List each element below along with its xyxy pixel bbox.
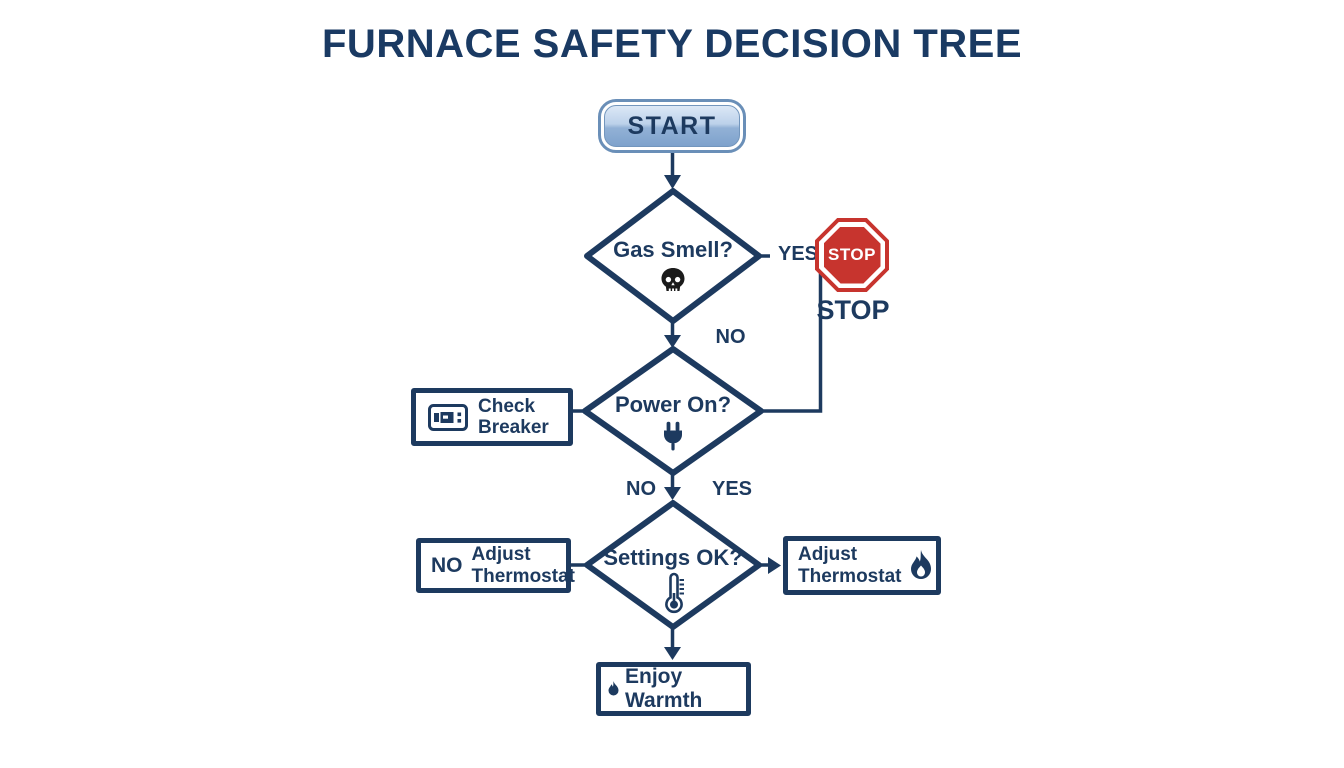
check-breaker-node: Check Breaker: [411, 388, 573, 446]
power-on-node-label: Power On?: [586, 392, 760, 452]
gas-smell-diamond: [584, 188, 762, 324]
page-title: FURNACE SAFETY DECISION TREE: [322, 22, 1022, 66]
power-on-question: Power On?: [614, 392, 732, 417]
settings-ok-node-label: Settings OK?: [588, 545, 758, 614]
arrowhead-gas-power: [664, 335, 681, 348]
settings-ok-diamond: [584, 500, 762, 630]
start-node: START: [598, 99, 746, 153]
stop-caption: STOP: [816, 295, 890, 325]
stop-sign-border: STOP: [815, 218, 889, 292]
flame-icon: [911, 549, 931, 579]
adjust-thermostat-label: Adjust Thermostat: [798, 544, 902, 587]
stop-sign-label: STOP: [828, 245, 876, 264]
arrowhead-settings-adjust: [768, 557, 781, 574]
adjust-thermostat-node: Adjust Thermostat: [783, 536, 941, 595]
thermometer-icon: [665, 572, 684, 614]
skull-icon: [661, 268, 685, 292]
arrowhead-settings-warmth: [664, 647, 681, 660]
power-on-diamond: [582, 346, 764, 476]
adjust-thermostat-no-label: Adjust Thermostat: [471, 544, 575, 587]
enjoy-warmth-node: Enjoy Warmth: [596, 662, 751, 716]
edge-label-power-no: NO: [626, 478, 656, 500]
arrowhead-power-settings: [664, 487, 681, 500]
gas-smell-question: Gas Smell?: [613, 237, 733, 262]
stop-sign: STOP: [815, 218, 889, 292]
gas-smell-node-label: Gas Smell?: [588, 237, 758, 297]
adjust-thermostat-no-node: NO Adjust Thermostat: [416, 538, 575, 593]
stop-sign-ring: STOP: [819, 222, 885, 288]
check-breaker-label: Check Breaker: [478, 395, 549, 438]
start-label: START: [627, 111, 717, 140]
enjoy-warmth-label: Enjoy Warmth: [625, 665, 703, 712]
adjust-thermostat-no-prefix: NO: [431, 553, 463, 577]
edge-label-gas-no: NO: [715, 326, 746, 348]
edge-stop-elbow: [760, 255, 823, 413]
settings-ok-question: Settings OK?: [603, 545, 743, 570]
arrowhead-start-gas: [664, 175, 681, 189]
edge-label-gas-yes: YES: [770, 243, 826, 266]
breaker-icon: [428, 403, 468, 431]
small-flame-icon: [608, 681, 619, 696]
edge-label-power-yes: YES: [711, 478, 753, 500]
stop-sign-core: STOP: [823, 226, 881, 284]
start-node-face: START: [604, 105, 740, 147]
plug-icon: [664, 421, 682, 451]
